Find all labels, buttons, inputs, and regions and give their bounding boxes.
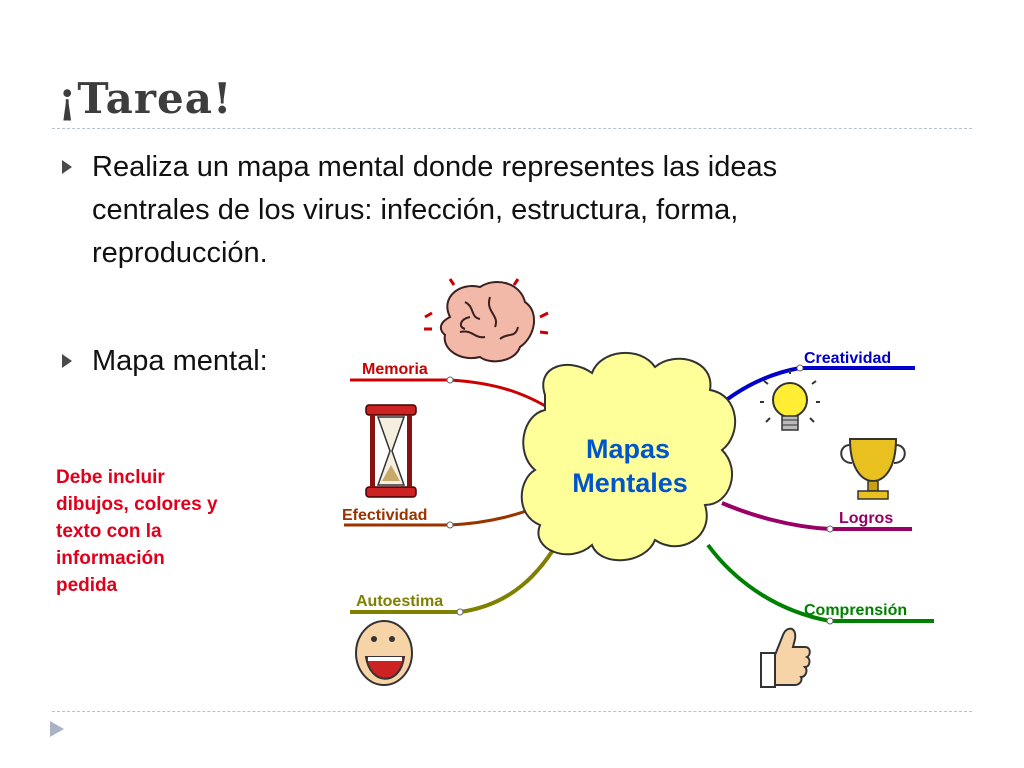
central-cloud: Mapas Mentales [520,351,737,562]
instructions-note: Debe incluir dibujos, colores y texto co… [56,464,266,599]
branch-creatividad-line [706,366,915,417]
connector-dot [456,608,464,616]
bullet-text-1: Realiza un mapa mental donde representes… [92,146,777,275]
bullet-marker-icon [62,354,72,368]
brain-icon [424,278,549,363]
bullet-1-line-1: Realiza un mapa mental donde representes… [92,151,778,183]
bullet-text-2: Mapa mental: [92,345,268,377]
branch-logros-line [721,501,912,531]
branch-comprension-line [706,543,934,623]
slide-corner-arrow-icon [50,721,64,737]
hourglass-icon [365,404,417,498]
label-autoestima: Autoestima [356,593,443,610]
connector-dot [796,364,804,372]
note-line-5: pedida [56,575,118,596]
connector-dot [446,376,454,384]
connector-dot [446,521,454,529]
label-logros: Logros [839,510,893,527]
label-comprension: Comprensión [804,602,907,619]
thumbs-up-icon [760,627,811,688]
mind-map-diagram: Mapas Mentales Memoria Efectividad Autoe… [342,278,934,688]
lightbulb-icon [760,370,820,431]
smiley-face-icon [355,620,413,686]
note-line-3: texto con la [56,521,162,542]
title-divider [52,128,972,129]
connector-dot [826,525,834,533]
note-line-2: dibujos, colores y [56,494,218,515]
slide-title: ¡Tarea! [58,74,233,123]
center-line-2: Mentales [572,468,688,498]
note-line-1: Debe incluir [56,467,165,488]
label-memoria: Memoria [362,361,428,378]
bullet-1-line-3: reproducción. [92,237,268,269]
bullet-marker-icon [62,160,72,174]
trophy-icon [840,438,906,500]
label-creatividad: Creatividad [804,350,891,367]
connector-dot [826,617,834,625]
note-line-4: información [56,548,165,569]
footer-divider [52,711,972,712]
bullet-1-line-2: centrales de los virus: infección, estru… [92,194,739,226]
center-line-1: Mapas [586,434,670,464]
label-efectividad: Efectividad [342,507,427,524]
